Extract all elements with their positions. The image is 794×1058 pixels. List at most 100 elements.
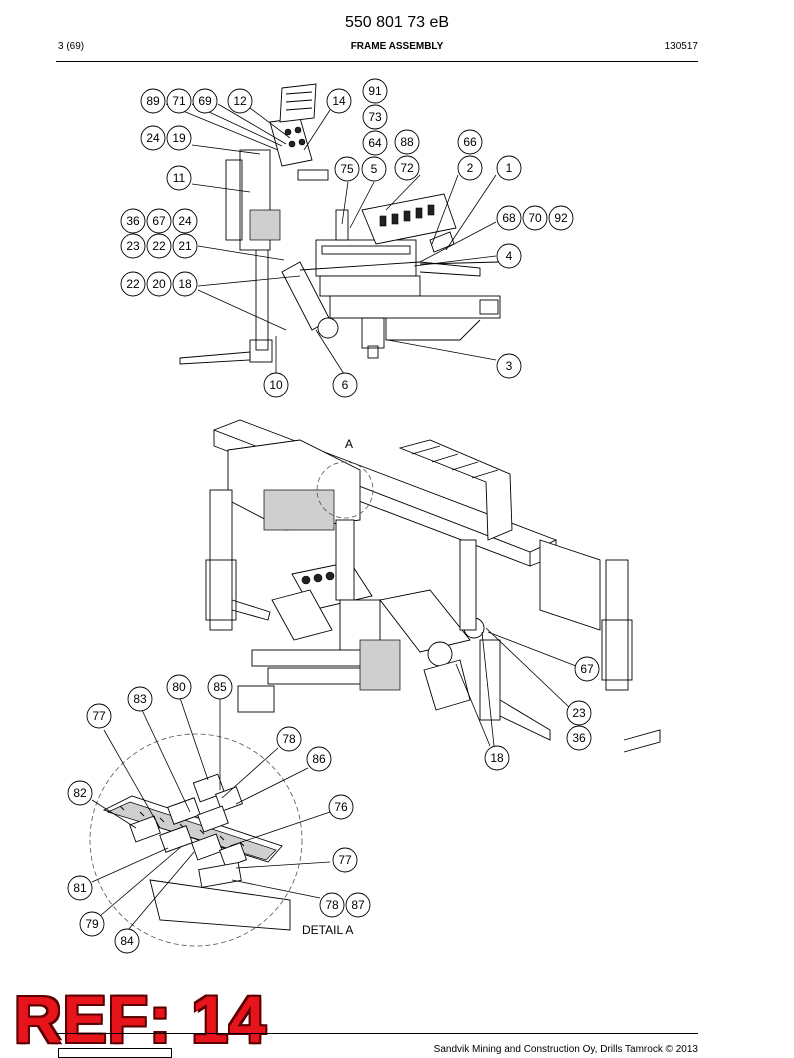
callout-70: 70: [522, 205, 548, 231]
callout-78b-label: 78: [325, 898, 339, 912]
footer-copyright: Sandvik Mining and Construction Oy, Dril…: [433, 1044, 698, 1055]
callout-3-label: 3: [506, 359, 513, 373]
callout-79-label: 79: [85, 917, 99, 931]
callout-11: 11: [166, 165, 192, 191]
detail-a-label: DETAIL A: [302, 923, 354, 937]
detail-a-illustration: [89, 733, 303, 947]
callout-88: 88: [394, 129, 420, 155]
callout-64: 64: [362, 130, 388, 156]
callout-12: 12: [227, 88, 253, 114]
callout-67-label: 67: [152, 214, 166, 228]
callout-5: 5: [361, 156, 387, 182]
callout-89-label: 89: [146, 94, 160, 108]
callouts-isometric: 67 23 36 18: [484, 656, 600, 771]
callout-86: 86: [306, 746, 332, 772]
callout-18-label: 18: [178, 277, 192, 291]
callout-77b-label: 77: [338, 853, 352, 867]
section-title: FRAME ASSEMBLY: [350, 41, 444, 52]
document-number: 550 801 73 eB: [344, 14, 450, 31]
callout-4: 4: [496, 243, 522, 269]
callout-67-iso-label: 67: [580, 662, 594, 676]
callout-81: 81: [67, 875, 93, 901]
isometric-illustration: [205, 419, 661, 753]
callout-71-label: 71: [172, 94, 186, 108]
callout-87-label: 87: [351, 898, 365, 912]
callout-69-label: 69: [198, 94, 212, 108]
page-number: 3 (69): [58, 41, 85, 52]
callout-73: 73: [362, 104, 388, 130]
callout-92-label: 92: [554, 211, 568, 225]
sandvik-logo-icon: [58, 1048, 172, 1058]
callout-78b: 78: [319, 892, 345, 918]
callout-22b-label: 22: [126, 277, 140, 291]
callout-20-label: 20: [152, 277, 166, 291]
ref-stamp: REF: 14: [14, 982, 267, 1056]
callout-3: 3: [496, 353, 522, 379]
callout-82: 82: [67, 780, 93, 806]
callout-82-label: 82: [73, 786, 87, 800]
top-view-illustration: [179, 83, 501, 365]
callout-23: 23: [120, 233, 146, 259]
callout-22-label: 22: [152, 239, 166, 253]
callout-1: 1: [496, 155, 522, 181]
callout-21: 21: [172, 233, 198, 259]
footer-rule: [56, 1033, 698, 1034]
callout-73-label: 73: [368, 110, 382, 124]
detail-a-marker: A: [345, 437, 354, 451]
callout-36-iso: 36: [566, 725, 592, 751]
callouts-top-view: 89 71 69 12 14 91 73 64 88 66 24 19 75 5…: [120, 78, 574, 398]
callout-80-label: 80: [172, 680, 186, 694]
callout-75-label: 75: [340, 162, 354, 176]
callout-91: 91: [362, 78, 388, 104]
callout-18-iso: 18: [484, 745, 510, 771]
callout-66-label: 66: [463, 135, 477, 149]
callout-81-label: 81: [73, 881, 87, 895]
callout-2: 2: [457, 155, 483, 181]
callout-72-label: 72: [400, 161, 414, 175]
callout-23-label: 23: [126, 239, 140, 253]
callout-2-label: 2: [467, 161, 474, 175]
callout-20: 20: [146, 271, 172, 297]
callout-92: 92: [548, 205, 574, 231]
callout-6-label: 6: [342, 378, 349, 392]
callout-83-label: 83: [133, 692, 147, 706]
callout-18-iso-label: 18: [490, 751, 504, 765]
callouts-detail-a: 80 85 83 77 78 86 82 76 77 81 79 84 78 8…: [67, 674, 371, 954]
callout-84-label: 84: [120, 934, 134, 948]
callout-79: 79: [79, 911, 105, 937]
callout-87: 87: [345, 892, 371, 918]
callout-36-label: 36: [126, 214, 140, 228]
callout-66: 66: [457, 129, 483, 155]
callout-68-label: 68: [502, 211, 516, 225]
callout-22b: 22: [120, 271, 146, 297]
callout-71: 71: [166, 88, 192, 114]
callout-22: 22: [146, 233, 172, 259]
callout-80: 80: [166, 674, 192, 700]
callout-72: 72: [394, 155, 420, 181]
callout-5-label: 5: [371, 162, 378, 176]
callout-4-label: 4: [506, 249, 513, 263]
callout-24b: 24: [172, 208, 198, 234]
callout-19-label: 19: [172, 131, 186, 145]
callout-64-label: 64: [368, 136, 382, 150]
callout-76-label: 76: [334, 800, 348, 814]
callout-75: 75: [334, 156, 360, 182]
callout-77b: 77: [332, 847, 358, 873]
callout-91-label: 91: [368, 84, 382, 98]
header-rule: [56, 61, 698, 62]
callout-23-iso: 23: [566, 700, 592, 726]
callout-24b-label: 24: [178, 214, 192, 228]
callout-77: 77: [86, 703, 112, 729]
callout-85-label: 85: [213, 680, 227, 694]
document-date: 130517: [664, 41, 698, 52]
callout-86-label: 86: [312, 752, 326, 766]
callout-21-label: 21: [178, 239, 192, 253]
callout-18: 18: [172, 271, 198, 297]
callout-14: 14: [326, 88, 352, 114]
callout-88-label: 88: [400, 135, 414, 149]
callout-24-label: 24: [146, 131, 160, 145]
callout-10-label: 10: [269, 378, 283, 392]
callout-1-label: 1: [506, 161, 513, 175]
callout-77-label: 77: [92, 709, 106, 723]
